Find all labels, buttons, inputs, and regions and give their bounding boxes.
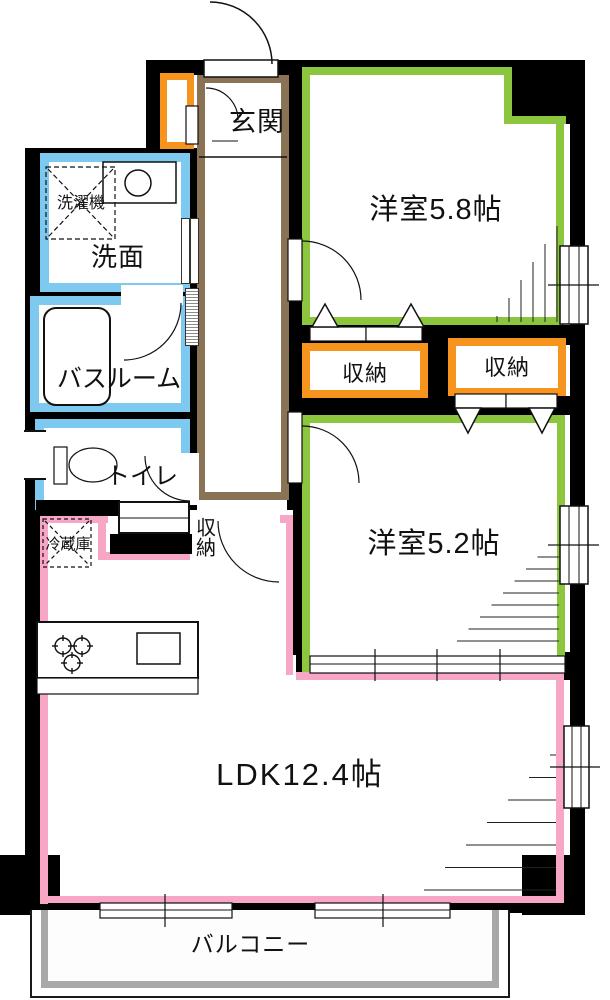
washroom-label: 洗面 xyxy=(90,241,145,272)
ldk-label: LDK12.4帖 xyxy=(216,756,384,792)
bath-door-gap xyxy=(121,285,183,305)
fridge-box xyxy=(42,518,92,568)
closet-a-area xyxy=(302,343,428,398)
window-ldk-right xyxy=(550,725,600,809)
ldk-border-room52-v xyxy=(286,515,293,675)
ldk-border-jog-v xyxy=(98,515,106,560)
toilet-bowl xyxy=(68,447,118,483)
entrance-door-leaf xyxy=(203,59,279,78)
wall-below-hall-closet xyxy=(110,534,192,554)
fridge-label: 冷蔵庫 xyxy=(45,535,91,553)
room58-notch-border-h xyxy=(504,116,566,124)
room58-notch-border-v xyxy=(504,67,512,124)
vanity-sink xyxy=(124,169,152,197)
balcony-label: バルコニー xyxy=(190,931,311,957)
room58-door-leaf xyxy=(287,238,303,302)
wall-below-toilet xyxy=(36,500,120,516)
window-room52 xyxy=(548,505,599,585)
window-ldk-bottom-left xyxy=(99,894,233,927)
room52-door-arc xyxy=(301,425,360,484)
toilet-door-gap xyxy=(179,453,199,505)
room52-door-leaf xyxy=(287,411,303,484)
hall-closet-label: 収納 xyxy=(192,517,215,557)
closet-a-swing-triangle xyxy=(396,302,426,328)
room58-door-arc xyxy=(301,240,362,301)
accordion-door xyxy=(185,288,199,346)
closet-a-label: 収納 xyxy=(341,361,388,386)
light-hatch-lines xyxy=(424,226,559,891)
genkan-label: 玄関 xyxy=(229,106,285,137)
closet-a-door-leaf xyxy=(309,326,367,342)
closet-b-swing-triangle xyxy=(453,407,483,435)
laundry-label: 洗濯機 xyxy=(56,195,105,212)
bath-door-arc xyxy=(123,302,182,361)
wall-ldk-room52-vertical xyxy=(293,505,302,655)
closet-a-swing-triangle xyxy=(310,302,340,328)
ldk-door-arc xyxy=(217,520,280,583)
closet-a-door-leaf xyxy=(365,326,423,342)
closet-b-area xyxy=(448,338,566,396)
shoebox-door-arc xyxy=(205,87,239,121)
ldk-border-jog-h xyxy=(98,552,190,560)
laundry-box xyxy=(45,166,116,240)
closet-b-label: 収納 xyxy=(483,355,530,380)
western-room-52-label: 洋室5.2帖 xyxy=(367,528,501,560)
toilet-window xyxy=(24,430,46,480)
kitchen-counter-band xyxy=(36,677,199,695)
ldk-border-bottom xyxy=(44,896,560,903)
wall-top-left-vertical xyxy=(146,60,160,164)
sliding-door-room52-ldk xyxy=(309,649,566,681)
wall-corner-bottom-right xyxy=(522,855,585,915)
bathroom-label: バスルーム xyxy=(56,365,182,393)
stove-burners xyxy=(52,635,93,674)
kitchen-sink xyxy=(136,632,181,665)
wall-between-closets xyxy=(428,338,448,400)
entrance-door-arc xyxy=(209,1,273,65)
window-ldk-bottom-right xyxy=(314,894,451,927)
entrance-hallway-area xyxy=(197,75,289,500)
closet-b-swing-triangle xyxy=(527,407,557,435)
window-room58 xyxy=(548,245,599,325)
balcony-railing xyxy=(41,910,499,988)
washroom-sliding-door-line xyxy=(189,219,191,283)
toilet-label: トイレ xyxy=(106,462,178,490)
ldk-border-under-room52 xyxy=(296,672,564,680)
bathtub xyxy=(43,307,111,406)
western-room-58-label: 洋室5.8帖 xyxy=(369,194,503,226)
wall-notch-room58 xyxy=(512,60,585,124)
closet-b-door-leaf xyxy=(454,393,507,409)
toilet-door-arc xyxy=(144,455,191,502)
toilet-tank xyxy=(53,446,68,485)
closet-b-door-leaf xyxy=(505,393,558,409)
shoebox-door-leaf xyxy=(185,105,199,145)
ldk-border-right xyxy=(556,672,564,903)
ldk-border-left xyxy=(40,515,48,904)
